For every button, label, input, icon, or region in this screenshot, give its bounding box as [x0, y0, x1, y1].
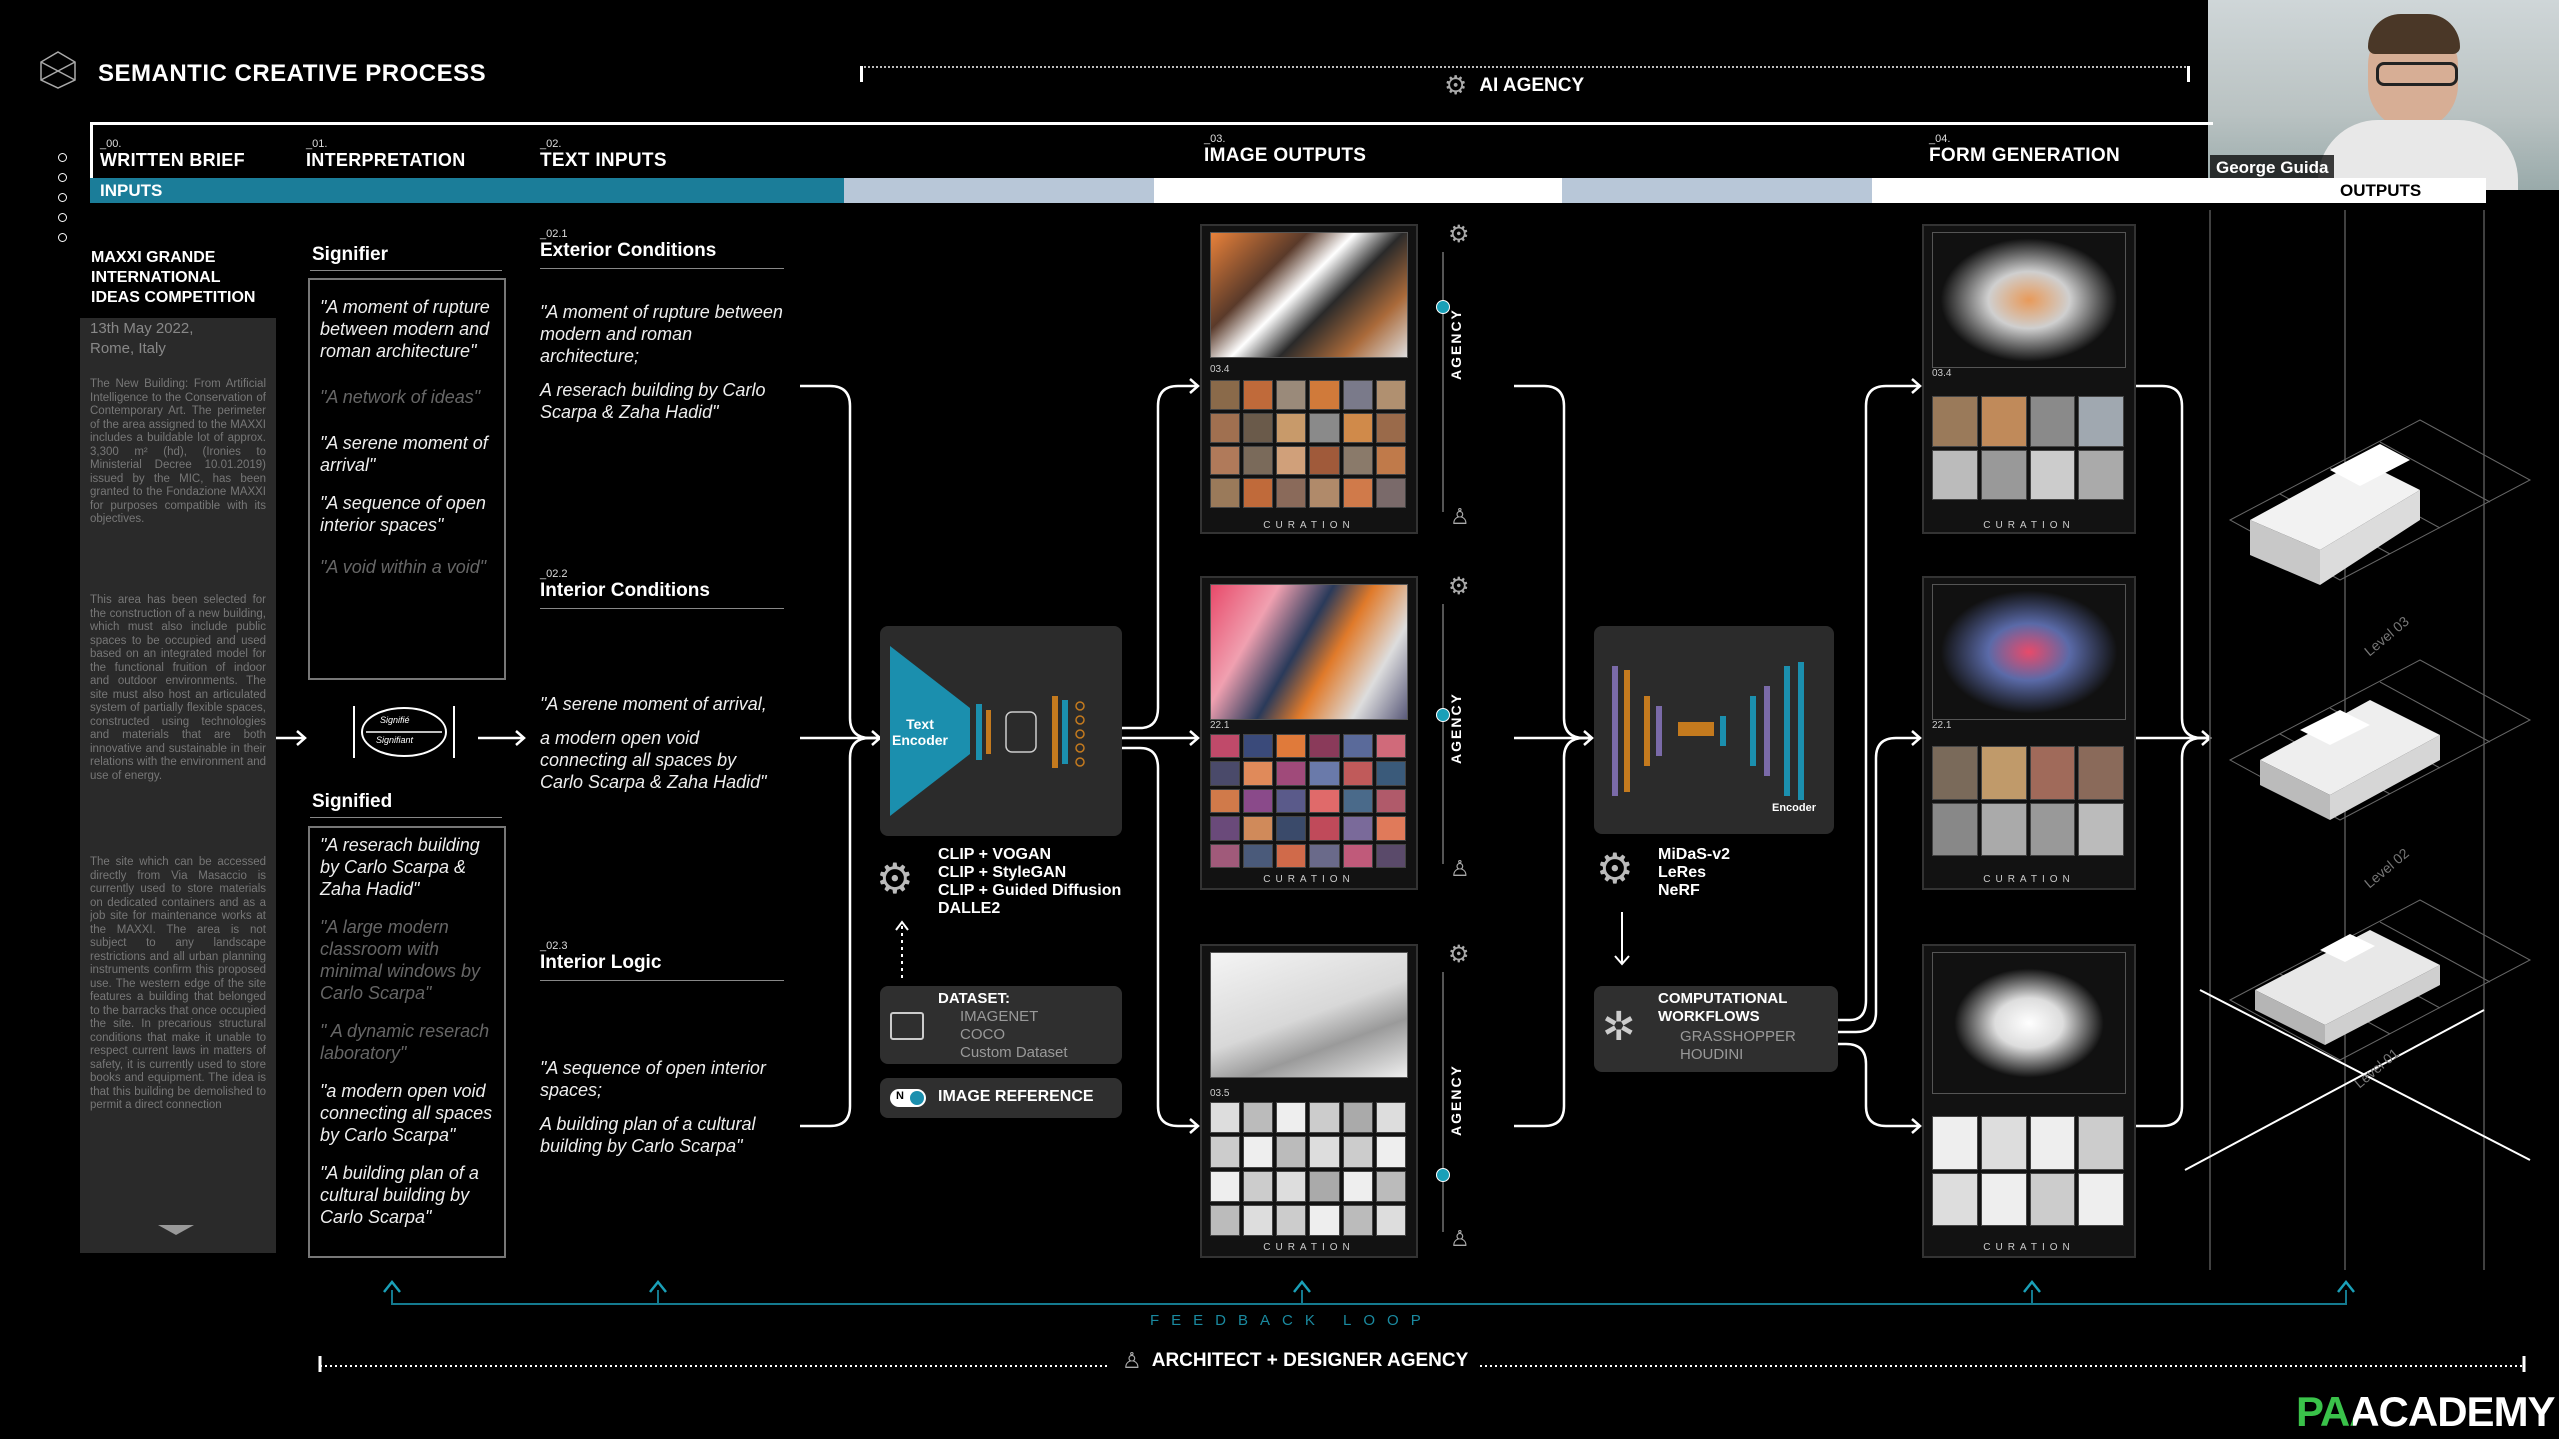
signified-underline: [310, 817, 502, 818]
form-panel-1: 03.4 CURATION: [1922, 224, 2136, 534]
brief-panel: [80, 318, 276, 1253]
agency-slider-2[interactable]: ⚙ AGENCY ♙: [1436, 572, 1486, 892]
computational-workflows-box: ✲ COMPUTATIONAL WORKFLOWS GRASSHOPPER HO…: [1594, 986, 1838, 1072]
agency-slider-3[interactable]: ⚙ AGENCY ♙: [1436, 940, 1486, 1260]
bar-segment-3: [1154, 178, 1562, 203]
image-output-panel-2: 22.1 CURATION: [1200, 576, 1418, 890]
brief-place: Rome, Italy: [90, 340, 166, 357]
thumb-grid: [1210, 380, 1406, 508]
text-input-interior-conditions: _02.2 Interior Conditions "A serene mome…: [540, 568, 784, 793]
depth-model-list: MiDaS-v2 LeRes NeRF: [1658, 846, 1731, 899]
slider-knob[interactable]: [1436, 1168, 1450, 1182]
agency-slider-1[interactable]: ⚙ AGENCY ♙: [1436, 220, 1486, 540]
clip-chip-icon: ⚙: [876, 855, 914, 902]
left-dots-nav[interactable]: [58, 153, 68, 242]
person-icon: ♙: [1450, 504, 1470, 529]
brief-date: 13th May 2022,: [90, 320, 194, 337]
render-image: [1210, 584, 1408, 720]
paacademy-logo: PAACADEMY: [2296, 1388, 2556, 1435]
feedback-loop-label: FEEDBACK LOOP: [1150, 1312, 1433, 1329]
thumb-grid: [1932, 746, 2124, 856]
depth-chip-icon: ⚙: [1596, 845, 1634, 892]
signifier-underline: [310, 270, 502, 271]
thumb-grid: [1932, 1116, 2124, 1226]
unet-diagram: [1612, 662, 1804, 800]
depth-render: [1932, 584, 2126, 720]
depth-render: [1932, 232, 2126, 368]
network-icon: ✲: [1602, 1005, 1636, 1049]
signifier-label: Signifier: [312, 244, 389, 265]
signifier-quotes: "A moment of rupture between modern and …: [320, 297, 490, 577]
ai-bracket-left: [860, 66, 863, 82]
text-input-exterior: _02.1 Exterior Conditions "A moment of r…: [540, 228, 784, 422]
page-title: SEMANTIC CREATIVE PROCESS: [98, 60, 487, 87]
text-encoder-box: Text Encoder: [880, 626, 1122, 836]
form-panel-3: CURATION: [1922, 944, 2136, 1258]
image-reference-toggle[interactable]: N: [890, 1089, 926, 1107]
person-icon: ♙: [1450, 1226, 1470, 1251]
signifier-box: [308, 278, 506, 680]
ai-agency-label: ⚙ AI AGENCY: [1430, 70, 1599, 101]
brief-expand-icon[interactable]: [158, 1225, 194, 1235]
person-icon: ♙: [1122, 1348, 1142, 1373]
thumb-grid: [1210, 734, 1406, 868]
slider-knob[interactable]: [1436, 708, 1450, 722]
brief-para2: This area has been selected for the cons…: [90, 594, 266, 782]
dataset-box: DATASET: IMAGENET COCO Custom Dataset: [880, 986, 1122, 1064]
outputs-label: OUTPUTS: [2340, 181, 2422, 200]
bar-segment-2: [844, 178, 1154, 203]
inputs-bar: INPUTS: [90, 178, 844, 203]
encoder-diagram: [890, 646, 1085, 816]
person-icon: ♙: [1450, 856, 1470, 881]
brief-title: MAXXI GRANDE INTERNATIONAL IDEAS COMPETI…: [91, 249, 256, 306]
ai-chip-icon: ⚙: [1448, 573, 1470, 600]
architect-agency-label: ♙ ARCHITECT + DESIGNER AGENCY: [1110, 1348, 1481, 1374]
ai-chip-icon: ⚙: [1444, 70, 1468, 100]
presenter-name: George Guida: [2210, 155, 2335, 181]
phase-frame: [90, 122, 2213, 181]
ai-chip-icon: ⚙: [1448, 941, 1470, 968]
depth-encoder-box: Encoder: [1594, 626, 1834, 834]
depth-render: [1932, 952, 2126, 1094]
logo-icon: [38, 50, 78, 90]
presenter-glasses-icon: [2376, 62, 2458, 86]
phase-image-outputs: _03. IMAGE OUTPUTS: [1204, 133, 1367, 166]
image-reference-box[interactable]: N IMAGE REFERENCE: [880, 1078, 1122, 1118]
text-encoder-label: Text Encoder: [891, 716, 948, 748]
phase-written-brief: _00. WRITTEN BRIEF: [100, 138, 245, 170]
slider-knob[interactable]: [1436, 300, 1450, 314]
brief-para1: The New Building: From Artificial Intell…: [90, 378, 266, 525]
clip-model-list: CLIP + VOGAN CLIP + StyleGAN CLIP + Guid…: [938, 846, 1122, 917]
phase-text-inputs: _02. TEXT INPUTS: [540, 138, 667, 171]
thumb-grid: [1210, 1102, 1406, 1236]
ai-agency-line: [860, 66, 2190, 68]
render-image: [1210, 952, 1408, 1078]
image-icon: [890, 1012, 924, 1040]
text-input-interior-logic: _02.3 Interior Logic "A sequence of open…: [540, 940, 784, 1157]
bar-segment-5: [1872, 178, 2486, 203]
phase-interpretation: _01. INTERPRETATION: [306, 138, 466, 170]
phase-form-generation: _04. FORM GENERATION: [1929, 133, 2120, 166]
presenter-hair: [2368, 14, 2460, 54]
signified-quotes: "A reserach building by Carlo Scarpa & Z…: [320, 835, 493, 1227]
bar-segment-4: [1562, 178, 1872, 203]
brief-para3: The site which can be accessed directly …: [90, 856, 266, 1111]
image-output-panel-3: 03.5 CURATION: [1200, 944, 1418, 1258]
render-image: [1210, 232, 1408, 358]
signified-label: Signified: [312, 791, 393, 812]
thumb-grid: [1932, 396, 2124, 500]
form-panel-2: 22.1 CURATION: [1922, 576, 2136, 890]
ai-bracket-right: [2187, 66, 2190, 82]
ai-chip-icon: ⚙: [1448, 221, 1470, 248]
image-output-panel-1: 03.4 CURATION: [1200, 224, 1418, 534]
sign-diagram: Signifié Signifiant: [350, 700, 458, 764]
signified-box: [308, 826, 506, 1258]
